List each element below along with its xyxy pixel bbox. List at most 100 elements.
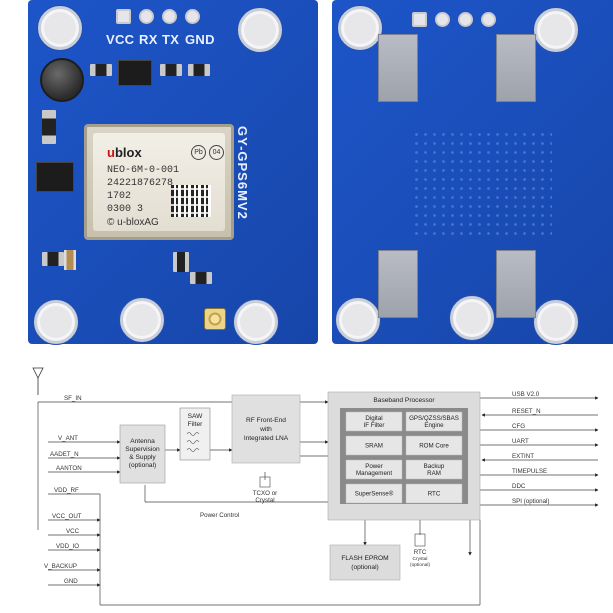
signal-v-ant: V_ANT	[58, 435, 78, 442]
signal-aanton: AANTON	[56, 465, 82, 472]
pin-pad-vcc	[116, 9, 131, 24]
pin-label-vcc: VCC	[106, 32, 135, 47]
signal-vcc: VCC	[66, 528, 80, 535]
signal-gnd: GND	[64, 578, 78, 585]
baseband-cell-label: SuperSense®	[355, 491, 394, 498]
smd-component	[173, 252, 189, 272]
baseband-cell-label: Engine	[424, 422, 444, 429]
baseband-cell-label: Management	[356, 470, 392, 477]
baseband-cell-label: GPS/QZSS/SBAS	[409, 415, 459, 422]
regulator-chip	[118, 60, 152, 86]
svg-text:Crystal: Crystal	[413, 556, 428, 562]
mounting-hole-bottom-left	[34, 300, 78, 344]
module-maker: © u-bloxAG	[107, 217, 159, 228]
pin-pad	[412, 12, 427, 27]
ublox-logo: ublox	[107, 145, 142, 160]
signal-usb: USB V2.0	[512, 391, 540, 398]
signal-extint: EXTINT	[512, 453, 534, 460]
solder-pad	[378, 250, 418, 318]
smd-component	[90, 64, 112, 76]
mounting-hole-bottom-right	[234, 300, 278, 344]
baseband-cell-label: IF Filter	[364, 422, 385, 429]
gps-module-board-back	[332, 0, 613, 344]
svg-text:Crystal: Crystal	[255, 497, 274, 504]
baseband-cell: SRAM	[345, 435, 403, 456]
power-control-label: Power Control	[200, 512, 239, 519]
mounting-hole-top-left	[338, 6, 382, 50]
qr-code	[171, 185, 211, 217]
baseband-cell-label: RAM	[427, 470, 441, 477]
rtc-crystal: RTC Crystal (optional)	[410, 533, 430, 568]
baseband-cell-label: ROM Core	[419, 443, 449, 450]
svg-text:(optional): (optional)	[410, 562, 430, 568]
svg-text:(optional): (optional)	[351, 564, 379, 571]
signal-ddc: DDC	[512, 483, 526, 490]
mounting-hole-bottom-middle	[120, 298, 164, 342]
signal-cfg: CFG	[512, 423, 525, 430]
smd-component	[188, 64, 210, 76]
smd-component	[42, 252, 64, 266]
svg-text:SAW: SAW	[188, 413, 204, 420]
signal-timepulse: TIMEPULSE	[512, 468, 547, 475]
pin-label-rx: RX	[139, 32, 158, 47]
signal-aadet-n: AADET_N	[50, 451, 79, 458]
module-code-1: 1702	[107, 191, 132, 202]
solder-pad	[496, 34, 536, 102]
flash-eprom-block: FLASH EPROM (optional)	[329, 544, 401, 581]
baseband-cell-label: Power	[365, 463, 383, 470]
tcxo-crystal: TCXO or Crystal	[253, 476, 277, 504]
baseband-cell-label: Backup	[424, 463, 445, 470]
svg-text:& Supply: & Supply	[129, 454, 156, 461]
module-serial: 24221876278	[107, 178, 174, 189]
pin-pad	[481, 12, 496, 27]
mounting-hole-bottom-left	[336, 298, 380, 342]
svg-text:RF Front-End: RF Front-End	[246, 417, 286, 424]
eeprom-chip	[36, 162, 74, 192]
baseband-cell: RTC	[405, 483, 463, 504]
signal-vdd-io: VDD_IO	[56, 543, 79, 550]
pin-pad-tx	[162, 9, 177, 24]
signal-uart: UART	[512, 438, 529, 445]
saw-filter-block: SAW Filter	[179, 407, 211, 461]
signal-v-backup: V_BACKUP	[44, 563, 77, 570]
module-code-2: 0300 3	[107, 204, 144, 215]
pin-label-gnd: GND	[185, 32, 215, 47]
solder-pad	[378, 34, 418, 102]
smd-component	[64, 250, 76, 270]
svg-text:(optional): (optional)	[129, 462, 157, 469]
svg-text:FLASH EPROM: FLASH EPROM	[341, 555, 388, 562]
solder-pad	[496, 250, 536, 318]
svg-text:RTC: RTC	[414, 549, 427, 556]
signal-vcc-out: VCC_OUT	[52, 513, 82, 520]
antenna-icon	[32, 367, 44, 395]
via-array	[412, 130, 552, 240]
baseband-title: Baseband Processor	[373, 397, 435, 404]
baseband-cell: ROM Core	[405, 435, 463, 456]
pin-label-tx: TX	[162, 32, 180, 47]
mounting-hole-bottom-right	[534, 300, 578, 344]
backup-battery	[40, 58, 84, 102]
pin-pad	[435, 12, 450, 27]
gps-module-board-front: VCC RX TX GND ublox Pb 04 NEO-6M-0-001 2…	[28, 0, 318, 344]
board-name: GY-GPS6MV2	[235, 126, 250, 220]
svg-text:TCXO or: TCXO or	[253, 490, 277, 497]
rf-front-end-block: RF Front-End with Integrated LNA	[231, 394, 301, 464]
pin-pad	[458, 12, 473, 27]
antenna-supervision-block: Antenna Supervision & Supply (optional)	[119, 424, 166, 484]
signal-vdd-rf: VDD_RF	[54, 487, 79, 494]
mounting-hole-top-right	[238, 8, 282, 52]
baseband-cell-label: SRAM	[365, 443, 383, 450]
signal-sf-in: SF_IN	[64, 395, 82, 402]
neo-6m-block-diagram: SF_IN V_ANT AADET_N AANTON VDD_RF VCC_OU…	[32, 367, 599, 606]
smd-component	[160, 64, 182, 76]
mounting-hole-bottom-middle	[450, 296, 494, 340]
cert-badge: 04	[209, 145, 224, 160]
signal-spi: SPI (optional)	[512, 498, 550, 505]
baseband-cell-label: RTC	[428, 491, 441, 498]
pb-free-badge: Pb	[191, 145, 206, 160]
mounting-hole-top-right	[534, 8, 578, 52]
